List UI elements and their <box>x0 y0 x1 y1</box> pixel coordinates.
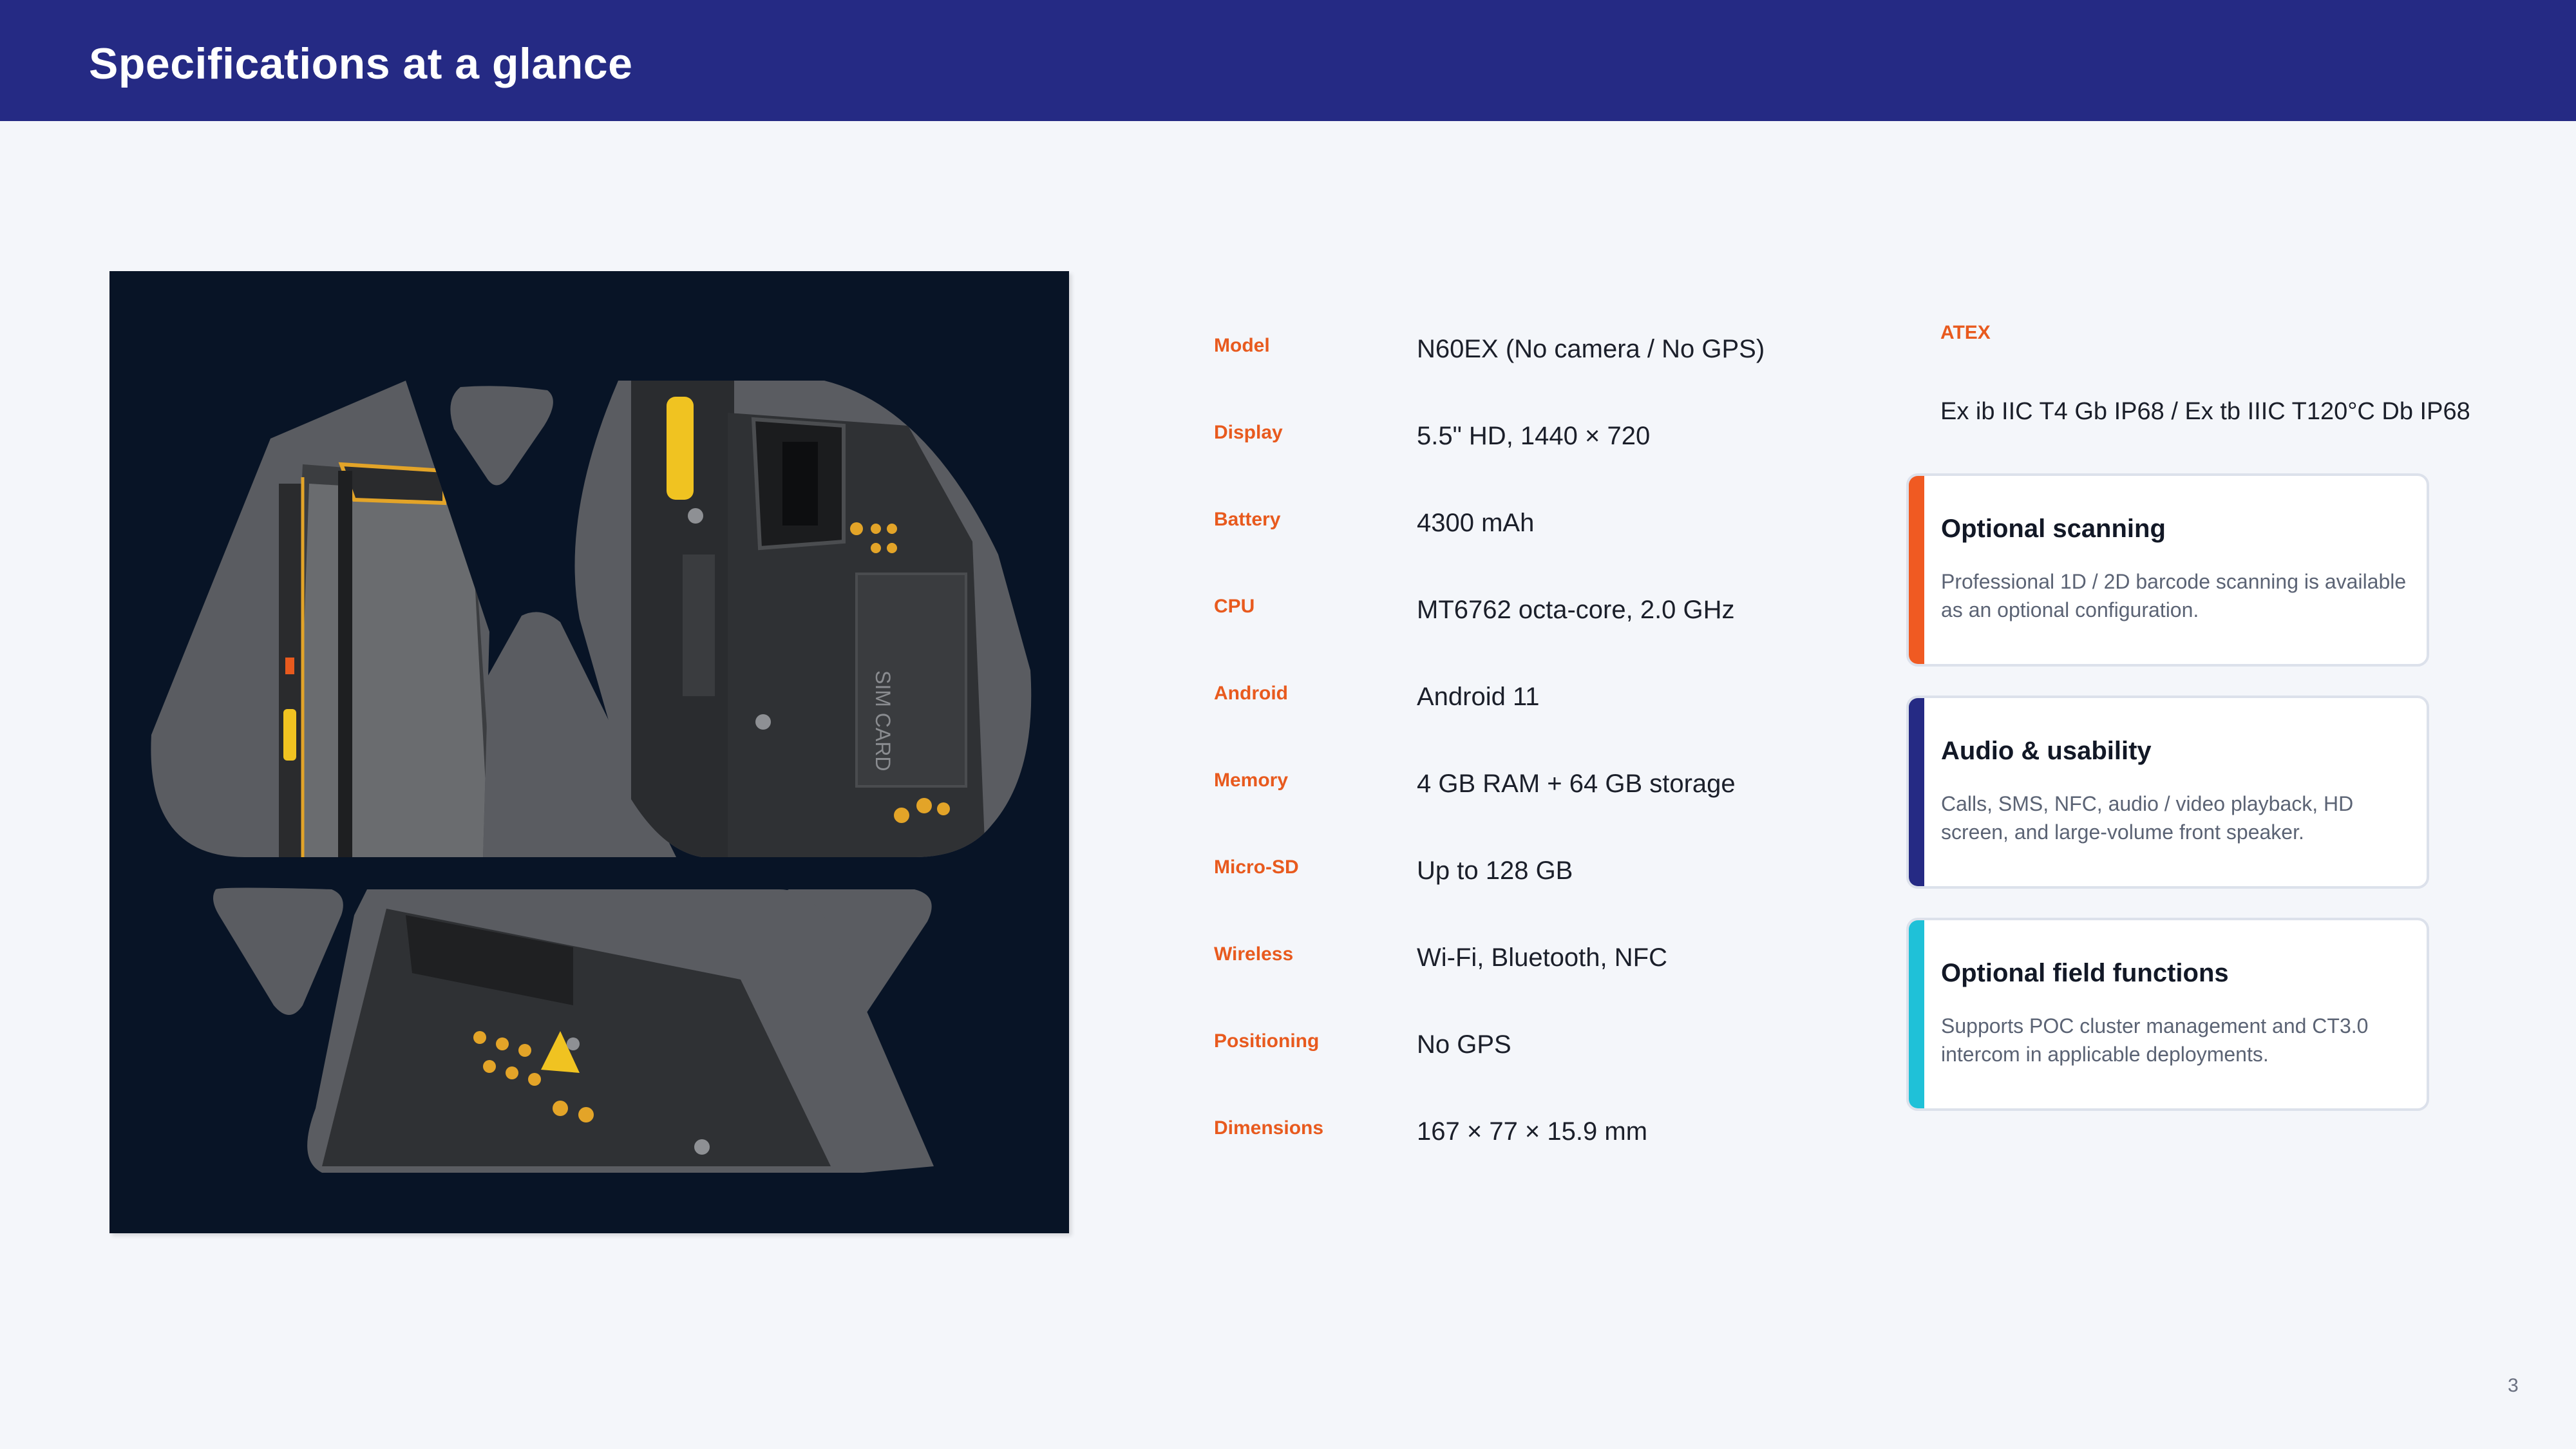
rugged-phone-illustration: SIM CARD <box>151 381 1032 1173</box>
spec-value: N60EX (No camera / No GPS) <box>1417 335 1765 363</box>
sim-card-label: SIM CARD <box>871 670 895 771</box>
spec-value: 5.5" HD, 1440 × 720 <box>1417 422 1651 450</box>
spec-value: 167 × 77 × 15.9 mm <box>1417 1117 1648 1146</box>
spec-value: No GPS <box>1417 1030 1511 1059</box>
feature-card-optional-scanning: Optional scanning Professional 1D / 2D b… <box>1906 473 2429 667</box>
card-title: Audio & usability <box>1941 737 2152 765</box>
card-text: Professional 1D / 2D barcode scanning is… <box>1941 570 2407 621</box>
card-title: Optional field functions <box>1941 959 2229 987</box>
header-bar: Specifications at a glance <box>0 0 2576 121</box>
atex-label: ATEX <box>1940 322 1991 343</box>
card-text: Calls, SMS, NFC, audio / video playback,… <box>1941 792 2354 844</box>
spec-label: Battery <box>1214 509 1281 530</box>
spec-label: Wireless <box>1214 943 1294 965</box>
spec-label: Micro-SD <box>1214 857 1299 878</box>
spec-value: Wi-Fi, Bluetooth, NFC <box>1417 943 1667 972</box>
card-accent-bar <box>1909 920 1924 1108</box>
spec-label: Positioning <box>1214 1030 1320 1052</box>
spec-value: Up to 128 GB <box>1417 857 1573 885</box>
spec-label: Display <box>1214 422 1283 443</box>
spec-value: MT6762 octa-core, 2.0 GHz <box>1417 596 1735 624</box>
spec-value: Android 11 <box>1417 683 1540 711</box>
spec-label: Model <box>1214 335 1270 356</box>
feature-card-optional-field-functions: Optional field functions Supports POC cl… <box>1906 918 2429 1111</box>
atex-value: Ex ib IIC T4 Gb IP68 / Ex tb IIIC T120°C… <box>1940 398 2470 425</box>
card-accent-bar <box>1909 476 1924 664</box>
spec-value: 4300 mAh <box>1417 509 1535 537</box>
spec-label: Memory <box>1214 770 1289 791</box>
phone-front-view <box>151 381 490 857</box>
feature-card-audio-usability: Audio & usability Calls, SMS, NFC, audio… <box>1906 696 2429 889</box>
spec-label: CPU <box>1214 596 1255 617</box>
phone-bottom-view <box>307 889 934 1173</box>
card-text: Supports POC cluster management and CT3.… <box>1941 1014 2369 1066</box>
spec-label: Dimensions <box>1214 1117 1324 1139</box>
page-number: 3 <box>2508 1375 2519 1396</box>
card-title: Optional scanning <box>1941 515 2166 543</box>
spec-label: Android <box>1214 683 1288 704</box>
spec-value: 4 GB RAM + 64 GB storage <box>1417 770 1736 798</box>
product-photo-collage: SIM CARD <box>109 271 1069 1233</box>
card-accent-bar <box>1909 698 1924 886</box>
page-title: Specifications at a glance <box>89 39 633 88</box>
